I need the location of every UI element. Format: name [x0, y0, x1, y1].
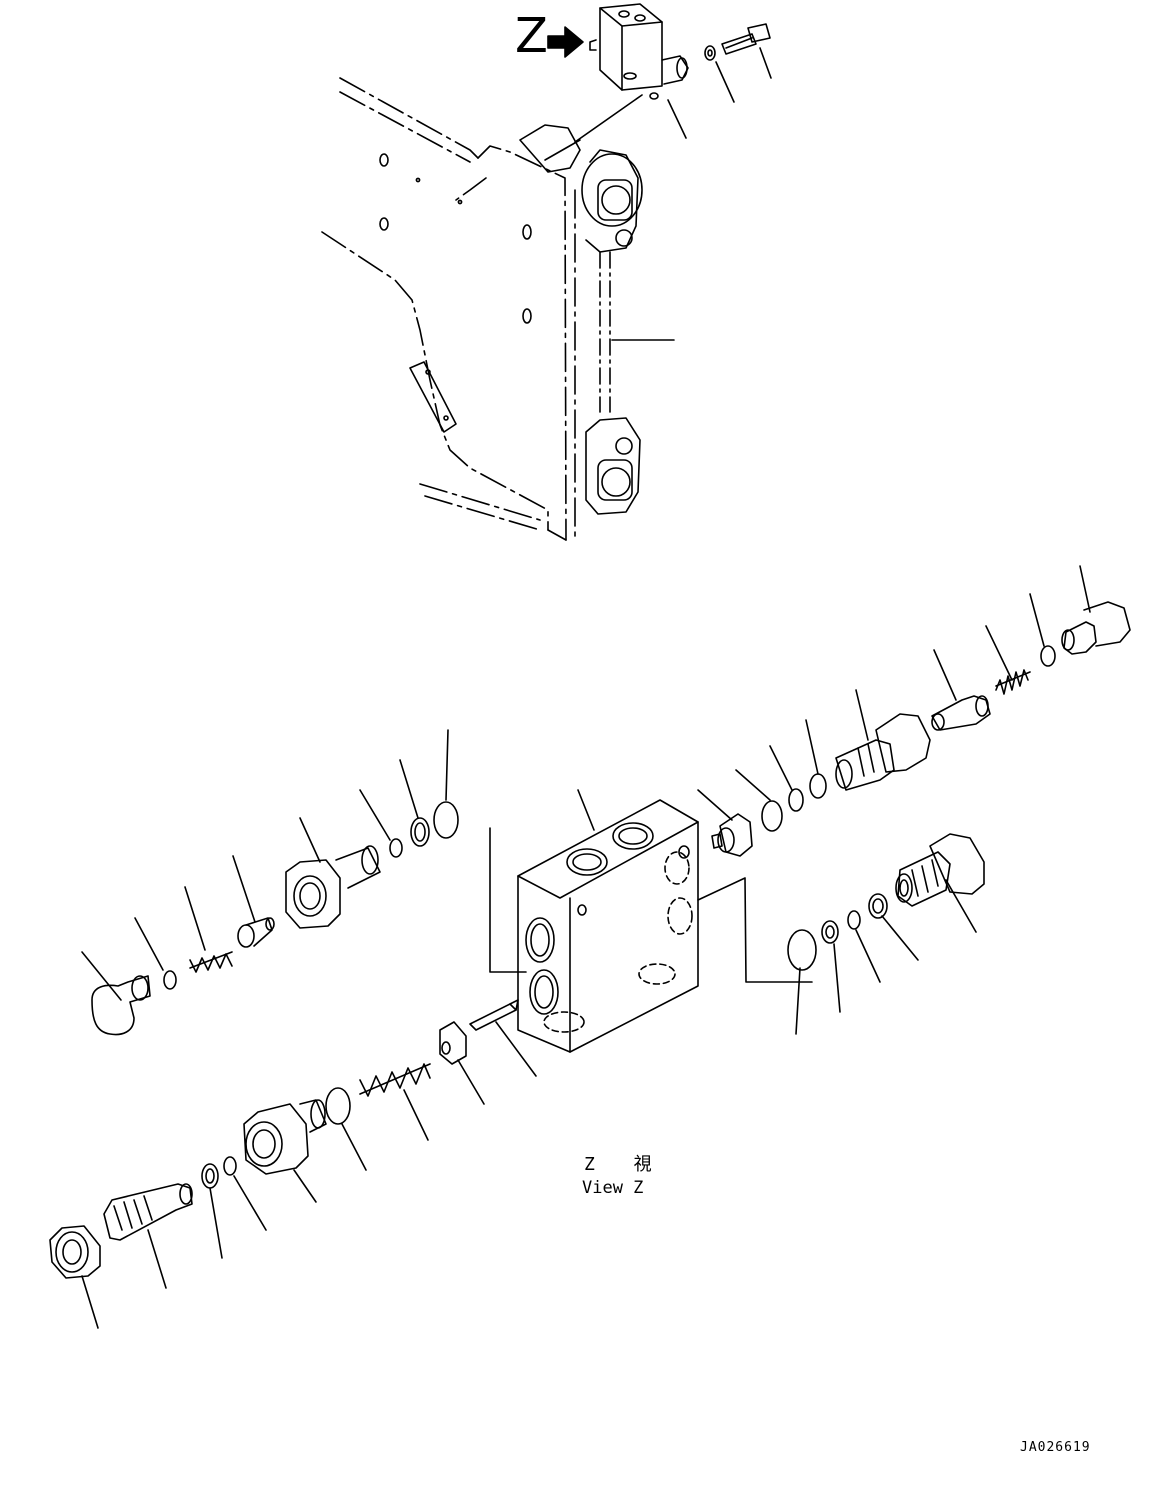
spring-upper-left [190, 952, 232, 972]
backup-ring-lr-2 [822, 921, 838, 943]
backup-ring-lr [869, 894, 887, 918]
backup-ring-ll [202, 1164, 218, 1188]
port-leaders [490, 790, 812, 982]
spring-lower-left [360, 1064, 430, 1096]
hidden-ports [544, 852, 692, 1032]
valve-block-small [590, 4, 688, 99]
small-bracket [410, 362, 456, 432]
o-ring-ul-1 [164, 971, 176, 989]
piston-upper-left [238, 918, 274, 947]
seat [440, 1022, 466, 1064]
o-ring-lr-1 [848, 911, 860, 929]
view-caption-english: View Z [582, 1178, 644, 1198]
piston-upper-right-2 [932, 696, 990, 730]
leader-lines-ur [698, 566, 1090, 820]
o-ring-ll-1 [326, 1088, 350, 1124]
o-ring-ll-2 [224, 1157, 236, 1175]
leader-lines-lr [796, 880, 976, 1034]
cylinder-body [600, 252, 610, 412]
main-valve-block [518, 800, 698, 1052]
valve-upper-right [836, 714, 930, 790]
o-ring-lr-2 [788, 930, 816, 970]
plug-upper-right [1062, 602, 1130, 654]
piston-upper-right [712, 814, 752, 856]
o-ring-ur-2 [789, 789, 803, 811]
o-ring-ur-3 [810, 774, 826, 798]
backup-ring-ul [411, 818, 429, 846]
plug-upper-left [92, 976, 150, 1034]
washer-top [705, 46, 715, 60]
leader-lines-ul [82, 730, 448, 1000]
machine-frame [322, 78, 575, 540]
frame-holes [380, 154, 531, 323]
o-ring-ur-4 [1041, 646, 1055, 666]
relief-valve-right [896, 834, 984, 906]
poppet [470, 1000, 518, 1030]
o-ring-ul-2 [390, 839, 402, 857]
view-z-arrow [548, 27, 583, 57]
valve-lower-left [244, 1100, 326, 1174]
bolt-top [722, 24, 770, 54]
adjust-screw [104, 1184, 192, 1240]
drawing-code: JA026619 [1020, 1440, 1091, 1455]
leader-lines-ll [82, 1022, 536, 1328]
cylinder-mount-top [520, 125, 642, 252]
valve-upper-left [286, 846, 380, 928]
leader-lines-top [575, 48, 771, 142]
spring-upper-right [996, 670, 1030, 694]
lock-nut [50, 1226, 100, 1278]
cylinder-mount-bottom [586, 418, 640, 514]
o-ring-ul-3 [434, 802, 458, 838]
o-ring-ur-1 [762, 801, 782, 831]
view-marker-label: Z [515, 8, 548, 64]
view-caption-japanese: Z 視 [584, 1154, 666, 1175]
